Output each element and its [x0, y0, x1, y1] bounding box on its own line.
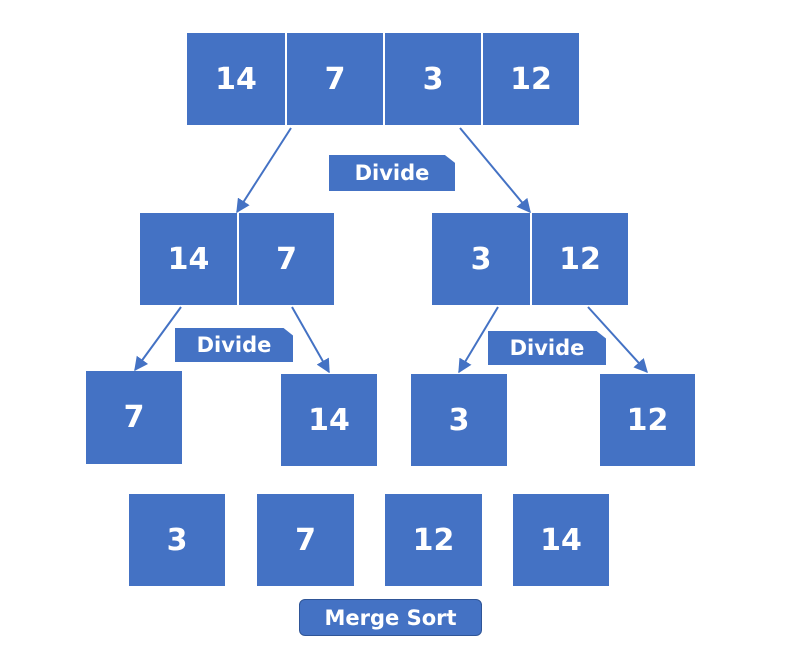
l2-left-cell-1: 14 [140, 213, 237, 305]
arrow-left-to-7 [134, 306, 182, 372]
l2-right-cell-1: 3 [432, 213, 530, 305]
arrow-top-to-right [459, 127, 531, 214]
top-cell-1: 14 [187, 33, 285, 125]
arrow-right-to-12 [587, 306, 648, 374]
l3-cell-3: 3 [411, 374, 507, 466]
divide-label-top: Divide [329, 155, 455, 191]
merged-cell-4: 14 [513, 494, 609, 586]
l3-cell-4: 12 [600, 374, 695, 466]
merged-cell-3: 12 [385, 494, 482, 586]
merged-cell-2: 7 [257, 494, 354, 586]
merged-cell-1: 3 [129, 494, 225, 586]
arrow-top-to-left [236, 127, 292, 214]
divide-label-left: Divide [175, 328, 293, 362]
arrow-right-to-3 [458, 306, 499, 374]
divide-label-right: Divide [488, 331, 606, 365]
merge-sort-label: Merge Sort [299, 599, 482, 636]
l2-left-cell-2: 7 [237, 213, 334, 305]
l3-cell-1: 7 [86, 371, 182, 464]
top-cell-4: 12 [481, 33, 579, 125]
top-cell-2: 7 [285, 33, 383, 125]
top-cell-3: 3 [383, 33, 481, 125]
l3-cell-2: 14 [281, 374, 377, 466]
arrow-left-to-14 [291, 306, 330, 374]
l2-right-cell-2: 12 [530, 213, 628, 305]
